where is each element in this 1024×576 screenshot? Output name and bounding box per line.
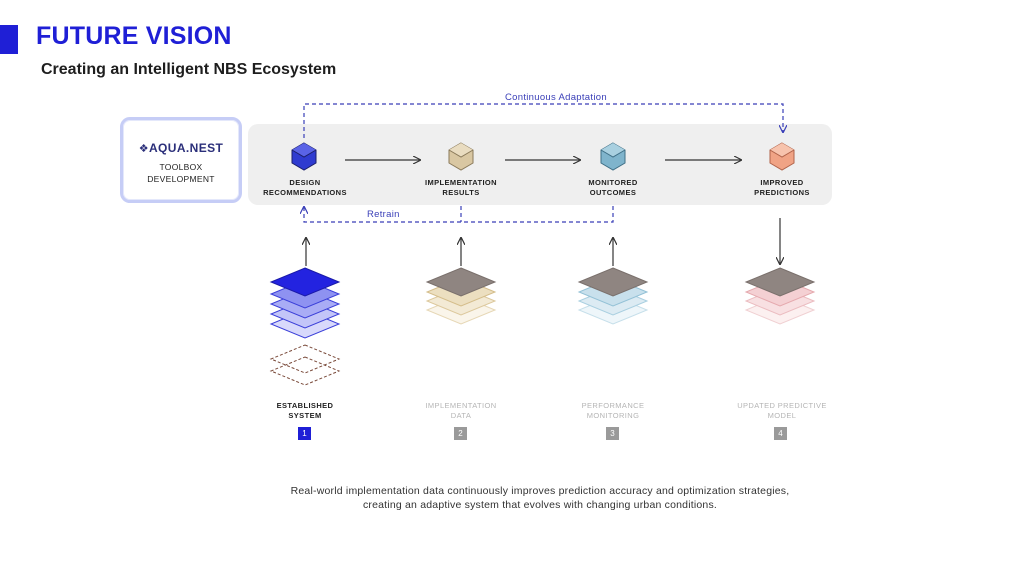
aquanest-logo-card: ❖AQUA.NEST TOOLBOX DEVELOPMENT [120,117,242,203]
continuous-adaptation-label: Continuous Adaptation [505,92,607,103]
logo-subtitle-line1: TOOLBOX [159,162,203,172]
page-title: FUTURE VISION [36,22,232,50]
logo-subtitle: TOOLBOX DEVELOPMENT [123,161,239,185]
step-badge-4: 4 [774,427,787,440]
diamond-logo-icon: ❖ [138,143,149,155]
continuous-adaptation-loop [303,103,783,138]
layer-stack-established [269,267,341,386]
retrain-loop [304,206,614,223]
cube-icon-improved [769,142,795,171]
retrain-label: Retrain [367,209,400,220]
step-badge-3: 3 [606,427,619,440]
layer-stack-predictive [744,267,816,325]
cube-icon-implementation [448,142,474,171]
caption-line2: creating an adaptive system that evolves… [362,499,718,511]
logo-name: ❖AQUA.NEST [138,141,224,155]
step-badge-1: 1 [298,427,311,440]
cube-icon-monitored [600,142,626,171]
layer-stack-monitoring [577,267,649,325]
accent-bar [0,25,18,54]
summary-caption: Real-world implementation data continuou… [200,484,880,512]
logo-subtitle-line2: DEVELOPMENT [147,174,215,184]
caption-line1: Real-world implementation data continuou… [290,485,790,497]
cube-icon-design [291,142,317,171]
step-badge-2: 2 [454,427,467,440]
layer-stack-implementation [425,267,497,325]
page-subtitle: Creating an Intelligent NBS Ecosystem [41,61,337,78]
process-band [248,124,832,205]
